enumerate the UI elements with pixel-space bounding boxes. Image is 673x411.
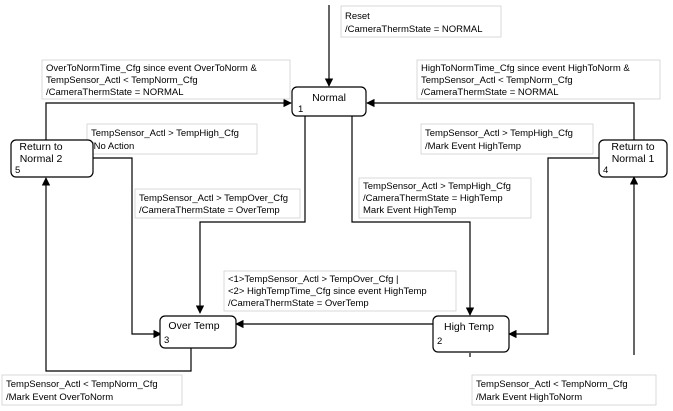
state-return-normal-2: Return to Normal 2 5 xyxy=(10,139,94,178)
edge-rn1-to-normal xyxy=(366,98,635,140)
edge-rn2-to-normal xyxy=(45,98,292,140)
label-over-to-rn2-line1: TempSensor_Actl < TempNorm_Cfg xyxy=(6,379,158,390)
edge-rn1-to-high xyxy=(508,157,599,339)
state-high-temp: High Temp 2 xyxy=(432,315,510,353)
label-normal-to-high-line1: TempSensor_Actl > TempHigh_Cfg xyxy=(363,181,511,192)
label-high-to-over-line1: <1>TempSensor_Actl > TempOver_Cfg | xyxy=(228,274,398,285)
state-normal-number: 1 xyxy=(298,104,303,115)
label-rn2-to-normal-line2: TempSensor_Actl < TempNorm_Cfg xyxy=(46,75,198,86)
label-normal-to-over: TempSensor_Actl > TempOver_Cfg /CameraTh… xyxy=(134,188,301,219)
label-normal-to-high: TempSensor_Actl > TempHigh_Cfg /CameraTh… xyxy=(358,177,532,219)
label-rn2-no-action: TempSensor_Actl > TempHigh_Cfg /No Actio… xyxy=(86,123,258,155)
label-rn1-to-normal-line1: HighToNormTime_Cfg since event HighToNor… xyxy=(421,63,630,74)
edge-normal-to-over xyxy=(195,116,306,314)
label-rn1-to-normal-line3: /CameraThermState = NORMAL xyxy=(421,87,559,98)
label-high-to-rn1-line1: TempSensor_Actl < TempNorm_Cfg xyxy=(476,379,628,390)
state-rn2-name-line2: Normal 2 xyxy=(20,153,63,165)
label-rn1-high: TempSensor_Actl > TempHigh_Cfg /Mark Eve… xyxy=(420,123,594,155)
label-rn1-high-line1: TempSensor_Actl > TempHigh_Cfg xyxy=(425,128,573,139)
label-reset-line1: Reset xyxy=(345,11,370,22)
label-rn1-to-normal-line2: TempSensor_Actl < TempNorm_Cfg xyxy=(421,75,573,86)
label-reset-line2: /CameraThermState = NORMAL xyxy=(345,24,483,35)
label-rn2-no-action-line2: /No Action xyxy=(91,141,134,152)
label-over-to-rn2: TempSensor_Actl < TempNorm_Cfg /Mark Eve… xyxy=(1,374,183,406)
state-return-normal-1: Return to Normal 1 4 xyxy=(598,139,668,178)
label-high-to-over: <1>TempSensor_Actl > TempOver_Cfg | <2> … xyxy=(223,270,457,312)
state-rn2-name-line1: Return to xyxy=(19,141,62,153)
label-high-to-over-line2: <2> HighTempTime_Cfg since event HighTem… xyxy=(228,286,427,297)
label-normal-to-over-line2: /CameraThermState = OverTemp xyxy=(139,205,280,216)
state-high-temp-number: 2 xyxy=(437,336,442,347)
label-rn2-no-action-line1: TempSensor_Actl > TempHigh_Cfg xyxy=(91,128,239,139)
label-over-to-rn2-line2: /Mark Event OverToNorm xyxy=(6,392,113,403)
label-high-to-rn1-line2: /Mark Event HighToNorm xyxy=(476,392,582,403)
label-rn2-to-normal-line1: OverToNormTime_Cfg since event OverToNor… xyxy=(46,63,257,74)
label-high-to-over-line3: /CameraThermState = OverTemp xyxy=(228,298,369,309)
edge-normal-to-high xyxy=(351,116,475,316)
label-high-to-rn1: TempSensor_Actl < TempNorm_Cfg /Mark Eve… xyxy=(471,374,657,406)
state-over-temp: Over Temp 3 xyxy=(159,315,237,349)
state-rn2-number: 5 xyxy=(15,165,20,176)
state-over-temp-name: Over Temp xyxy=(168,320,219,332)
label-rn1-high-line2: /Mark Event HighTemp xyxy=(425,141,521,152)
label-normal-to-high-line3: Mark Event HighTemp xyxy=(363,205,456,216)
label-rn2-to-normal: OverToNormTime_Cfg since event OverToNor… xyxy=(41,59,291,100)
state-over-temp-number: 3 xyxy=(164,335,169,346)
state-rn1-name-line2: Normal 1 xyxy=(612,153,655,165)
state-rn1-number: 4 xyxy=(603,165,608,176)
edge-rn2-to-over xyxy=(93,157,162,339)
state-rn1-name-line1: Return to xyxy=(611,141,654,153)
label-normal-to-high-line2: /CameraThermState = HighTemp xyxy=(363,193,503,204)
edge-over-to-rn2 xyxy=(41,177,192,372)
state-normal-name: Normal xyxy=(312,92,346,104)
label-normal-to-over-line1: TempSensor_Actl > TempOver_Cfg xyxy=(139,193,288,204)
state-normal: Normal 1 xyxy=(291,86,367,117)
label-rn1-to-normal: HighToNormTime_Cfg since event HighToNor… xyxy=(416,59,661,100)
label-rn2-to-normal-line3: /CameraThermState = NORMAL xyxy=(46,87,184,98)
state-high-temp-name: High Temp xyxy=(444,321,494,333)
label-reset: Reset /CameraThermState = NORMAL xyxy=(340,5,502,38)
